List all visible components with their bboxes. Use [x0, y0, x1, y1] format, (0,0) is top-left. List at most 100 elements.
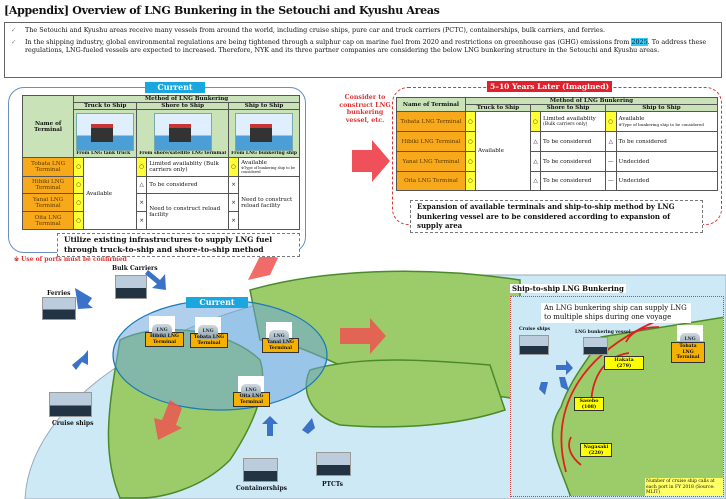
vessel-arrows [72, 270, 315, 436]
header-name: Name of Terminal [21, 95, 75, 158]
ship-status: Undecided [615, 171, 719, 191]
header-shore: Shore to Ship [136, 102, 230, 110]
terminal-name: Yanai LNG Terminal [396, 151, 466, 172]
terminal-name: Tobata LNG Terminal [21, 157, 75, 177]
containerships-label: Containerships [236, 485, 288, 492]
arrow-icon [340, 318, 386, 354]
terminal-name: Yanai LNG Terminal [21, 193, 75, 212]
shore-status: To be considered [540, 131, 606, 152]
terminal-label: Hibiki LNG Terminal [145, 332, 184, 347]
lng-tank-icon: LNG [149, 316, 175, 338]
cruise-photo [519, 335, 549, 355]
mark: △ [530, 171, 541, 191]
ship-status: Available※Type of bunkering ship to be c… [238, 157, 300, 177]
mark: ○ [465, 111, 476, 132]
lng-tank-icon: LNG [266, 322, 292, 344]
inset-title: Ship-to-ship LNG Bunkering [510, 284, 626, 293]
map-current-label: Current [186, 297, 248, 308]
header-ship: Ship to Ship [604, 104, 719, 112]
mark: ○ [73, 157, 85, 177]
ports-warning: ※ Use of ports must be confirmed [14, 256, 127, 263]
inset-terminal-label[interactable]: Tobata LNG Terminal [671, 342, 705, 363]
arrow-icon [262, 416, 278, 436]
port-nagasaki[interactable]: Nagasaki(220) [580, 443, 612, 457]
truck-illustration: From LNG tank truck [73, 109, 138, 158]
check-icon: ✓ [11, 38, 17, 46]
right-arrow-icon [352, 140, 390, 182]
port-hakata[interactable]: Hakata(279) [604, 356, 644, 370]
pctcs-label: PTCTs [322, 481, 344, 488]
mark: △ [136, 176, 148, 194]
arrow-icon [75, 288, 93, 309]
terminal-label: Yanai LNG Terminal [262, 338, 299, 353]
land-shikoku [305, 359, 506, 428]
shore-status: Limited availablity(Bulk carriers only) [540, 111, 606, 132]
mark: ○ [465, 171, 476, 191]
future-note: Expansion of available terminals and shi… [410, 200, 703, 233]
mark: × [228, 211, 240, 230]
mark: △ [530, 131, 541, 152]
future-label: 5–10 Years Later (Imagined) [487, 81, 612, 92]
check-icon: ✓ [11, 26, 17, 34]
shore-status: To be considered [540, 171, 606, 191]
bunker-vessel-photo [583, 337, 608, 355]
pctc-photo [316, 452, 351, 476]
mark: ○ [465, 131, 476, 152]
arrow-icon [72, 350, 88, 370]
ferry-photo [42, 297, 76, 320]
header-shore: Shore to Ship [530, 104, 606, 112]
lng-tank-icon: LNG [677, 325, 703, 347]
mark: — [604, 151, 617, 172]
mark: ○ [530, 111, 541, 132]
shore-status: Need to construct reload facility [146, 193, 230, 230]
bullet-text: . To address these regulations, LNG-fuel… [25, 38, 707, 54]
ship-status: Need to construct reload facility [238, 176, 300, 230]
mark: ○ [136, 157, 148, 177]
header-truck: Truck to Ship [465, 104, 531, 112]
terminal-name: Hibiki LNG Terminal [21, 176, 75, 194]
arrow-icon [302, 418, 315, 434]
mark: ○ [73, 176, 85, 194]
truck-status: Available [475, 111, 531, 191]
shore-status: To be considered [540, 151, 606, 172]
port-sasebo[interactable]: Sasebo(108) [574, 397, 604, 411]
ship-status: Available※Type of bunkering ship to be c… [615, 111, 719, 132]
current-label: Current [145, 82, 205, 93]
arrow-icon [145, 270, 166, 290]
terminal-name: Oita LNG Terminal [396, 171, 466, 191]
header-method: Method of LNG Bunkering [73, 95, 300, 103]
bulk-carriers-label: Bulk Carriers [112, 265, 158, 272]
arrow-icon [154, 400, 182, 440]
page-title: [Appendix] Overview of LNG Bunkering in … [4, 4, 440, 17]
mark: — [604, 171, 617, 191]
lng-tank-icon: LNG [238, 376, 264, 398]
mark: × [228, 176, 240, 194]
mark: × [228, 193, 240, 212]
intro-bullet-1: ✓ The Setouchi and Kyushu areas receive m… [11, 26, 715, 34]
inset-description: An LNG bunkering ship can supply LNG to … [541, 303, 691, 323]
ship-status: Undecided [615, 151, 719, 172]
ship-status: To be considered [615, 131, 719, 152]
bullet-text: The Setouchi and Kyushu areas receive ma… [25, 26, 606, 34]
terminal-label: Tobata LNG Terminal [190, 333, 228, 348]
inset-panel: An LNG bunkering ship can supply LNG to … [510, 296, 724, 497]
terminal-name: Tobata LNG Terminal [396, 111, 466, 132]
arrow-icon [248, 252, 278, 280]
highlight-year: 2025 [631, 38, 648, 46]
red-arrows [154, 252, 386, 440]
header-method: Method of LNG Bunkering [465, 97, 718, 105]
header-name: Name of Terminal [396, 97, 466, 112]
mark: ○ [73, 211, 85, 230]
mark: ○ [604, 111, 617, 132]
mark: × [136, 211, 148, 230]
bulk-carrier-photo [115, 275, 147, 299]
current-note: Utilize existing infrastructures to supp… [57, 233, 300, 257]
ship-illustration: From LNG bunkering ship [228, 109, 300, 158]
header-truck: Truck to Ship [73, 102, 138, 110]
